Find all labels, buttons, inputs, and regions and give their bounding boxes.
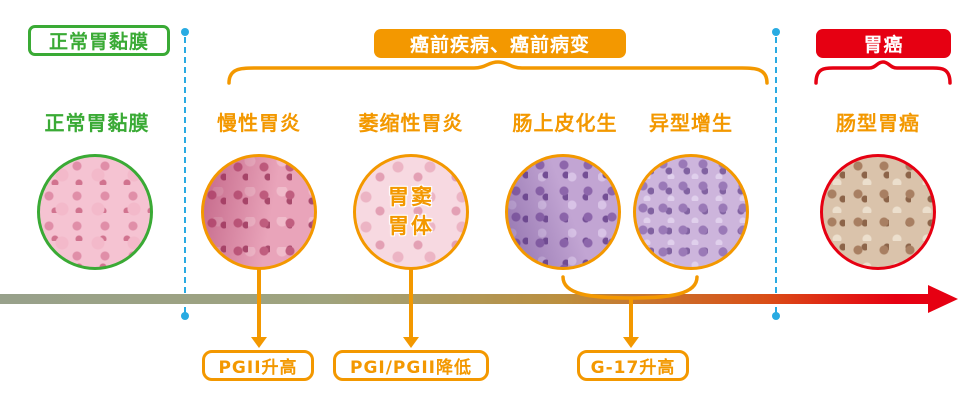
atrophic-region-overlay: 胃窦 胃体 — [353, 183, 469, 242]
overlay-antrum: 胃窦 — [388, 185, 434, 209]
stage-label-dysplasia: 异型增生 — [649, 111, 733, 135]
marker-pgi-pgii-decreased: PGI/PGII降低 — [333, 350, 489, 381]
down-arrow-g17-icon — [623, 298, 639, 348]
precancer-brace-icon — [227, 60, 769, 85]
gastric-cancer-badge: 胃癌 — [816, 29, 951, 58]
histology-chronic-gastritis — [201, 154, 317, 270]
stage-label-atrophic-gastritis: 萎缩性胃炎 — [358, 111, 464, 135]
divider-line-left — [184, 37, 186, 313]
marker-g17-elevated: G-17升高 — [577, 350, 689, 381]
histology-intestinal-metaplasia — [505, 154, 621, 270]
stage-label-intestinal-type-cancer: 肠型胃癌 — [836, 111, 920, 135]
histology-gastric-cancer — [820, 154, 936, 270]
precancerous-badge: 癌前疾病、癌前病变 — [374, 29, 626, 58]
stage-label-normal-mucosa: 正常胃黏膜 — [44, 111, 150, 135]
overlay-body: 胃体 — [388, 214, 434, 239]
cancer-brace-icon — [814, 60, 952, 85]
stage-label-chronic-gastritis: 慢性胃炎 — [217, 111, 301, 135]
divider-dot-icon — [772, 28, 780, 36]
stage-label-intestinal-metaplasia: 肠上皮化生 — [512, 111, 618, 135]
histology-atrophic-gastritis — [353, 154, 469, 270]
normal-mucosa-badge: 正常胃黏膜 — [28, 25, 170, 56]
histology-normal-mucosa — [37, 154, 153, 270]
divider-dot-icon — [181, 312, 189, 320]
down-arrow-pgii-icon — [251, 268, 267, 348]
progression-arrow-head-icon — [928, 285, 958, 313]
down-arrow-pgi-ratio-icon — [403, 268, 419, 348]
marker-pgii-elevated: PGII升高 — [202, 350, 314, 381]
divider-line-right — [775, 37, 777, 313]
histology-dysplasia — [633, 154, 749, 270]
divider-dot-icon — [772, 312, 780, 320]
progression-arrow-shaft — [0, 294, 933, 304]
divider-dot-icon — [181, 28, 189, 36]
